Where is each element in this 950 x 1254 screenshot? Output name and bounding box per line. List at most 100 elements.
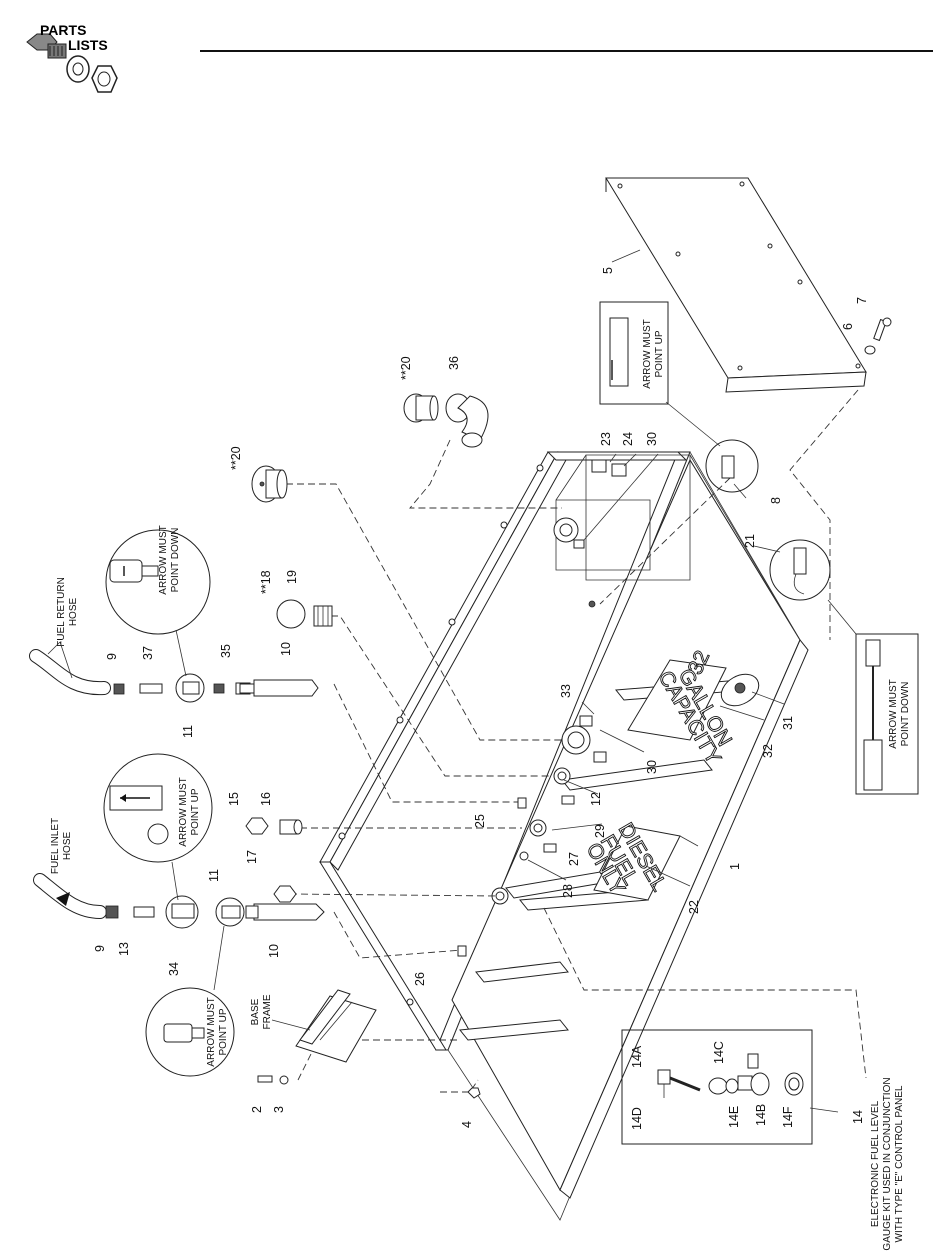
callout-8: 8	[769, 497, 783, 504]
callout-6: 6	[841, 323, 855, 330]
callout-27: 27	[567, 852, 581, 866]
callout-32: 32	[761, 744, 775, 758]
base-frame-line1: BASE	[250, 998, 261, 1025]
bolt-2	[257, 1075, 273, 1083]
callout-30b: 30	[645, 760, 659, 774]
callout-14e: 14E	[727, 1106, 741, 1128]
callout-23: 23	[599, 432, 613, 446]
washer-3	[279, 1075, 289, 1085]
callout-14: 14	[851, 1110, 865, 1124]
caption-fuel-inlet-hose: FUEL INLET HOSE	[50, 818, 73, 874]
callout-5: 5	[601, 267, 615, 274]
callout-14c: 14C	[712, 1041, 726, 1064]
callout-36: 36	[447, 356, 461, 370]
detail-arrow-up-lower: ARROW MUST POINT UP	[145, 925, 235, 1077]
callout-14d: 14D	[630, 1107, 644, 1130]
detail-arrow-down-return: ARROW MUST POINT DOWN	[105, 525, 211, 677]
callout-35: 35	[219, 644, 233, 658]
callout-18: **18	[259, 570, 273, 594]
callout-12: 12	[589, 792, 603, 806]
callout-numbers: 1 2 3 4 5 6 7 8 9 9 10 10 11 11 12 13 14…	[93, 267, 869, 1130]
logo-text-lists: LISTS	[68, 37, 108, 53]
nut-4	[467, 1087, 481, 1099]
leader-lines	[527, 249, 785, 887]
callout-21: 21	[743, 534, 757, 548]
parts-lists-logo: PARTS LISTS	[26, 22, 118, 93]
arrow-up-lower-line1: ARROW MUST	[206, 997, 217, 1066]
fuel-return-line	[29, 649, 319, 703]
plug-26	[457, 945, 467, 957]
callout-2: 2	[250, 1106, 264, 1113]
fuel-inlet-hose-line2: HOSE	[62, 832, 73, 861]
box-arrow-down-line1: ARROW MUST	[888, 679, 899, 748]
callout-25: 25	[473, 814, 487, 828]
box-arrow-down-line2: POINT DOWN	[900, 682, 911, 747]
box-fuel-gauge-kit: ELECTRONIC FUEL LEVEL GAUGE KIT USED IN …	[621, 1029, 905, 1251]
callout-31: 31	[781, 716, 795, 730]
base-frame-bracket	[295, 989, 377, 1063]
callout-11b: 11	[207, 869, 221, 882]
assembly-lines	[286, 389, 867, 1093]
cap-18	[276, 599, 306, 629]
base-frame-line2: FRAME	[262, 994, 273, 1029]
callout-14a: 14A	[630, 1045, 644, 1068]
fuel-return-hose-line1: FUEL RETURN	[56, 577, 67, 647]
fuel-inlet-line	[33, 873, 325, 929]
callout-24: 24	[621, 432, 635, 446]
plug-20-upper	[251, 465, 288, 503]
cover-plate	[605, 177, 867, 393]
callout-22: 22	[687, 900, 701, 914]
bushing-19	[313, 605, 333, 627]
callout-10b: 10	[267, 944, 281, 958]
plug-25	[517, 797, 527, 809]
callout-7: 7	[855, 297, 869, 304]
washer-and-bolt	[864, 317, 892, 355]
gauge-kit-caption-line1: ELECTRONIC FUEL LEVEL	[870, 1100, 881, 1227]
logo-text-parts: PARTS	[40, 22, 86, 38]
callout-29: 29	[593, 824, 607, 838]
callout-33: 33	[559, 684, 573, 698]
callout-13: 13	[117, 942, 131, 956]
fuel-return-hose-line2: HOSE	[68, 598, 79, 627]
callout-9a: 9	[105, 653, 119, 660]
gauge-kit-caption-line2: GAUGE KIT USED IN CONJUNCTION	[882, 1077, 893, 1250]
arrow-up-lower-line2: POINT UP	[218, 1008, 229, 1055]
callout-30a: 30	[645, 432, 659, 446]
fitting-15-16-17	[245, 817, 303, 903]
callout-1: 1	[728, 863, 742, 870]
arrow-down-return-line2: POINT DOWN	[170, 528, 181, 593]
callout-20a: **20	[229, 446, 243, 470]
elbow-36	[445, 393, 489, 448]
callout-4: 4	[460, 1121, 474, 1128]
callout-10a: 10	[279, 642, 293, 656]
fuel-tank-base	[319, 451, 809, 1221]
callout-14b: 14B	[754, 1104, 768, 1126]
box-arrow-up: ARROW MUST POINT UP	[599, 301, 669, 405]
detail-arrow-up-inlet: ARROW MUST POINT UP	[103, 753, 213, 901]
callout-17: 17	[245, 850, 259, 864]
caption-fuel-return-hose: FUEL RETURN HOSE	[47, 577, 79, 679]
callout-19: 19	[285, 570, 299, 584]
callout-26: 26	[413, 972, 427, 986]
callout-28: 28	[561, 884, 575, 898]
callout-11a: 11	[181, 725, 195, 738]
callout-16: 16	[259, 792, 273, 806]
diesel-decal: DIESEL FUEL ONLY	[581, 819, 681, 901]
detail-sensor-8	[665, 401, 759, 493]
callout-14f: 14F	[781, 1106, 795, 1128]
arrow-up-inlet-line2: POINT UP	[190, 788, 201, 835]
box-arrow-up-line2: POINT UP	[654, 330, 665, 377]
box-arrow-up-line1: ARROW MUST	[642, 319, 653, 388]
callout-20b: **20	[399, 356, 413, 380]
callout-3: 3	[272, 1106, 286, 1113]
callout-34: 34	[167, 962, 181, 976]
gauge-kit-caption-line3: WITH TYPE "E" CONTROL PANEL	[894, 1085, 905, 1242]
callout-9b: 9	[93, 945, 107, 952]
box-arrow-down: ARROW MUST POINT DOWN	[855, 633, 919, 795]
fuel-inlet-hose-line1: FUEL INLET	[50, 818, 61, 874]
caption-base-frame: BASE FRAME	[250, 994, 311, 1031]
detail-sensor-21	[769, 539, 857, 635]
arrow-down-return-line1: ARROW MUST	[158, 525, 169, 594]
arrow-up-inlet-line1: ARROW MUST	[178, 777, 189, 846]
